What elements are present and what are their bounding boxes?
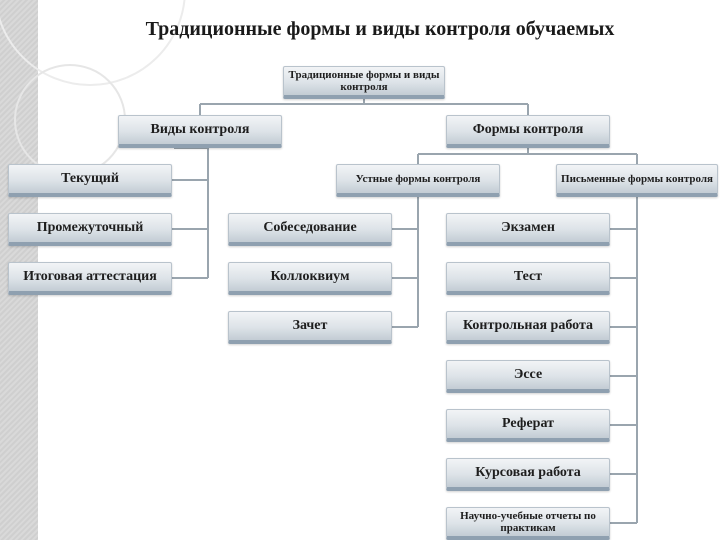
forms-node: Формы контроля [446, 115, 610, 148]
kind-item-final: Итоговая аттестация [8, 262, 172, 295]
oral-item-credit: Зачет [228, 311, 392, 344]
written-item-report: Реферат [446, 409, 610, 442]
written-forms-node: Письменные формы контроля [556, 164, 718, 197]
written-item-test: Тест [446, 262, 610, 295]
root-node: Традиционные формы и виды контроля [283, 66, 445, 99]
oral-item-colloquium: Коллоквиум [228, 262, 392, 295]
oral-forms-node: Устные формы контроля [336, 164, 500, 197]
written-item-control-work: Контрольная работа [446, 311, 610, 344]
written-item-essay: Эссе [446, 360, 610, 393]
kind-item-intermediate: Промежуточный [8, 213, 172, 246]
written-item-exam: Экзамен [446, 213, 610, 246]
kinds-node: Виды контроля [118, 115, 282, 148]
page-title: Традиционные формы и виды контроля обуча… [145, 18, 615, 40]
written-item-coursework: Курсовая работа [446, 458, 610, 491]
kind-item-current: Текущий [8, 164, 172, 197]
written-item-practice-reports: Научно-учебные отчеты по практикам [446, 507, 610, 540]
oral-item-interview: Собеседование [228, 213, 392, 246]
